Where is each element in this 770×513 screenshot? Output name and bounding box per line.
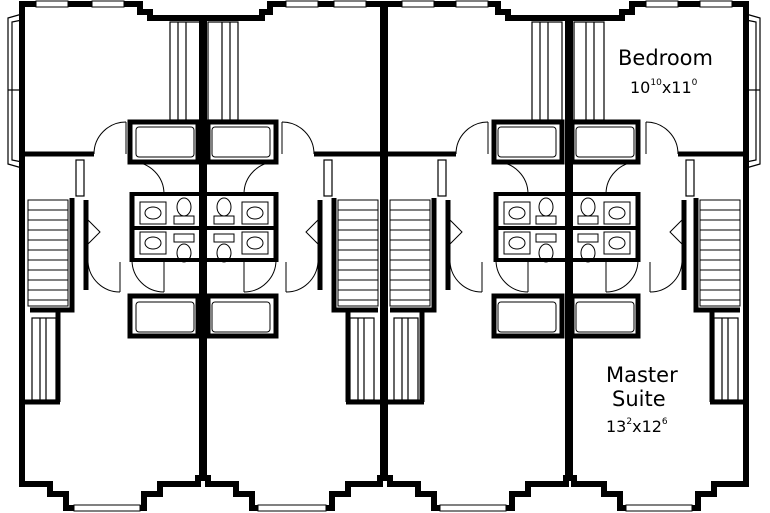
master-suite-dim-b: 12 bbox=[642, 417, 662, 436]
master-suite-name-line1: Master bbox=[606, 363, 678, 387]
bedroom-dim-b: 11 bbox=[671, 78, 691, 97]
sinks bbox=[139, 201, 631, 255]
closets bbox=[31, 21, 739, 401]
master-suite-dim-x: x bbox=[632, 417, 641, 436]
master-suite-dim-b-sup: 6 bbox=[662, 417, 668, 427]
bedroom-dim-b-sup: 0 bbox=[692, 78, 698, 88]
vanity-bands bbox=[130, 192, 640, 262]
top-windows bbox=[35, 0, 733, 8]
party-walls bbox=[199, 4, 573, 480]
master-suite-dim-a-sup: 2 bbox=[626, 417, 632, 427]
master-suite-dimensions: 132x126 bbox=[606, 417, 668, 436]
side-bay-windows bbox=[7, 13, 761, 169]
master-suite-name-line2: Suite bbox=[612, 387, 666, 411]
bedroom-name: Bedroom bbox=[618, 46, 713, 70]
bedroom-dim-a: 10 bbox=[630, 78, 650, 97]
toilets bbox=[173, 197, 599, 263]
bedroom-label: Bedroom 1010x110 bbox=[618, 46, 713, 97]
door-swings bbox=[87, 121, 683, 293]
master-suite-dim-a: 13 bbox=[606, 417, 626, 436]
stairs bbox=[27, 199, 741, 307]
bathtubs bbox=[135, 126, 635, 333]
bedroom-dim-a-sup: 10 bbox=[650, 78, 662, 88]
master-suite-label: Master Suite 132x126 bbox=[606, 363, 678, 436]
bottom-windows bbox=[73, 504, 693, 512]
bedroom-dimensions: 1010x110 bbox=[630, 78, 698, 97]
bedroom-dim-x: x bbox=[662, 78, 671, 97]
